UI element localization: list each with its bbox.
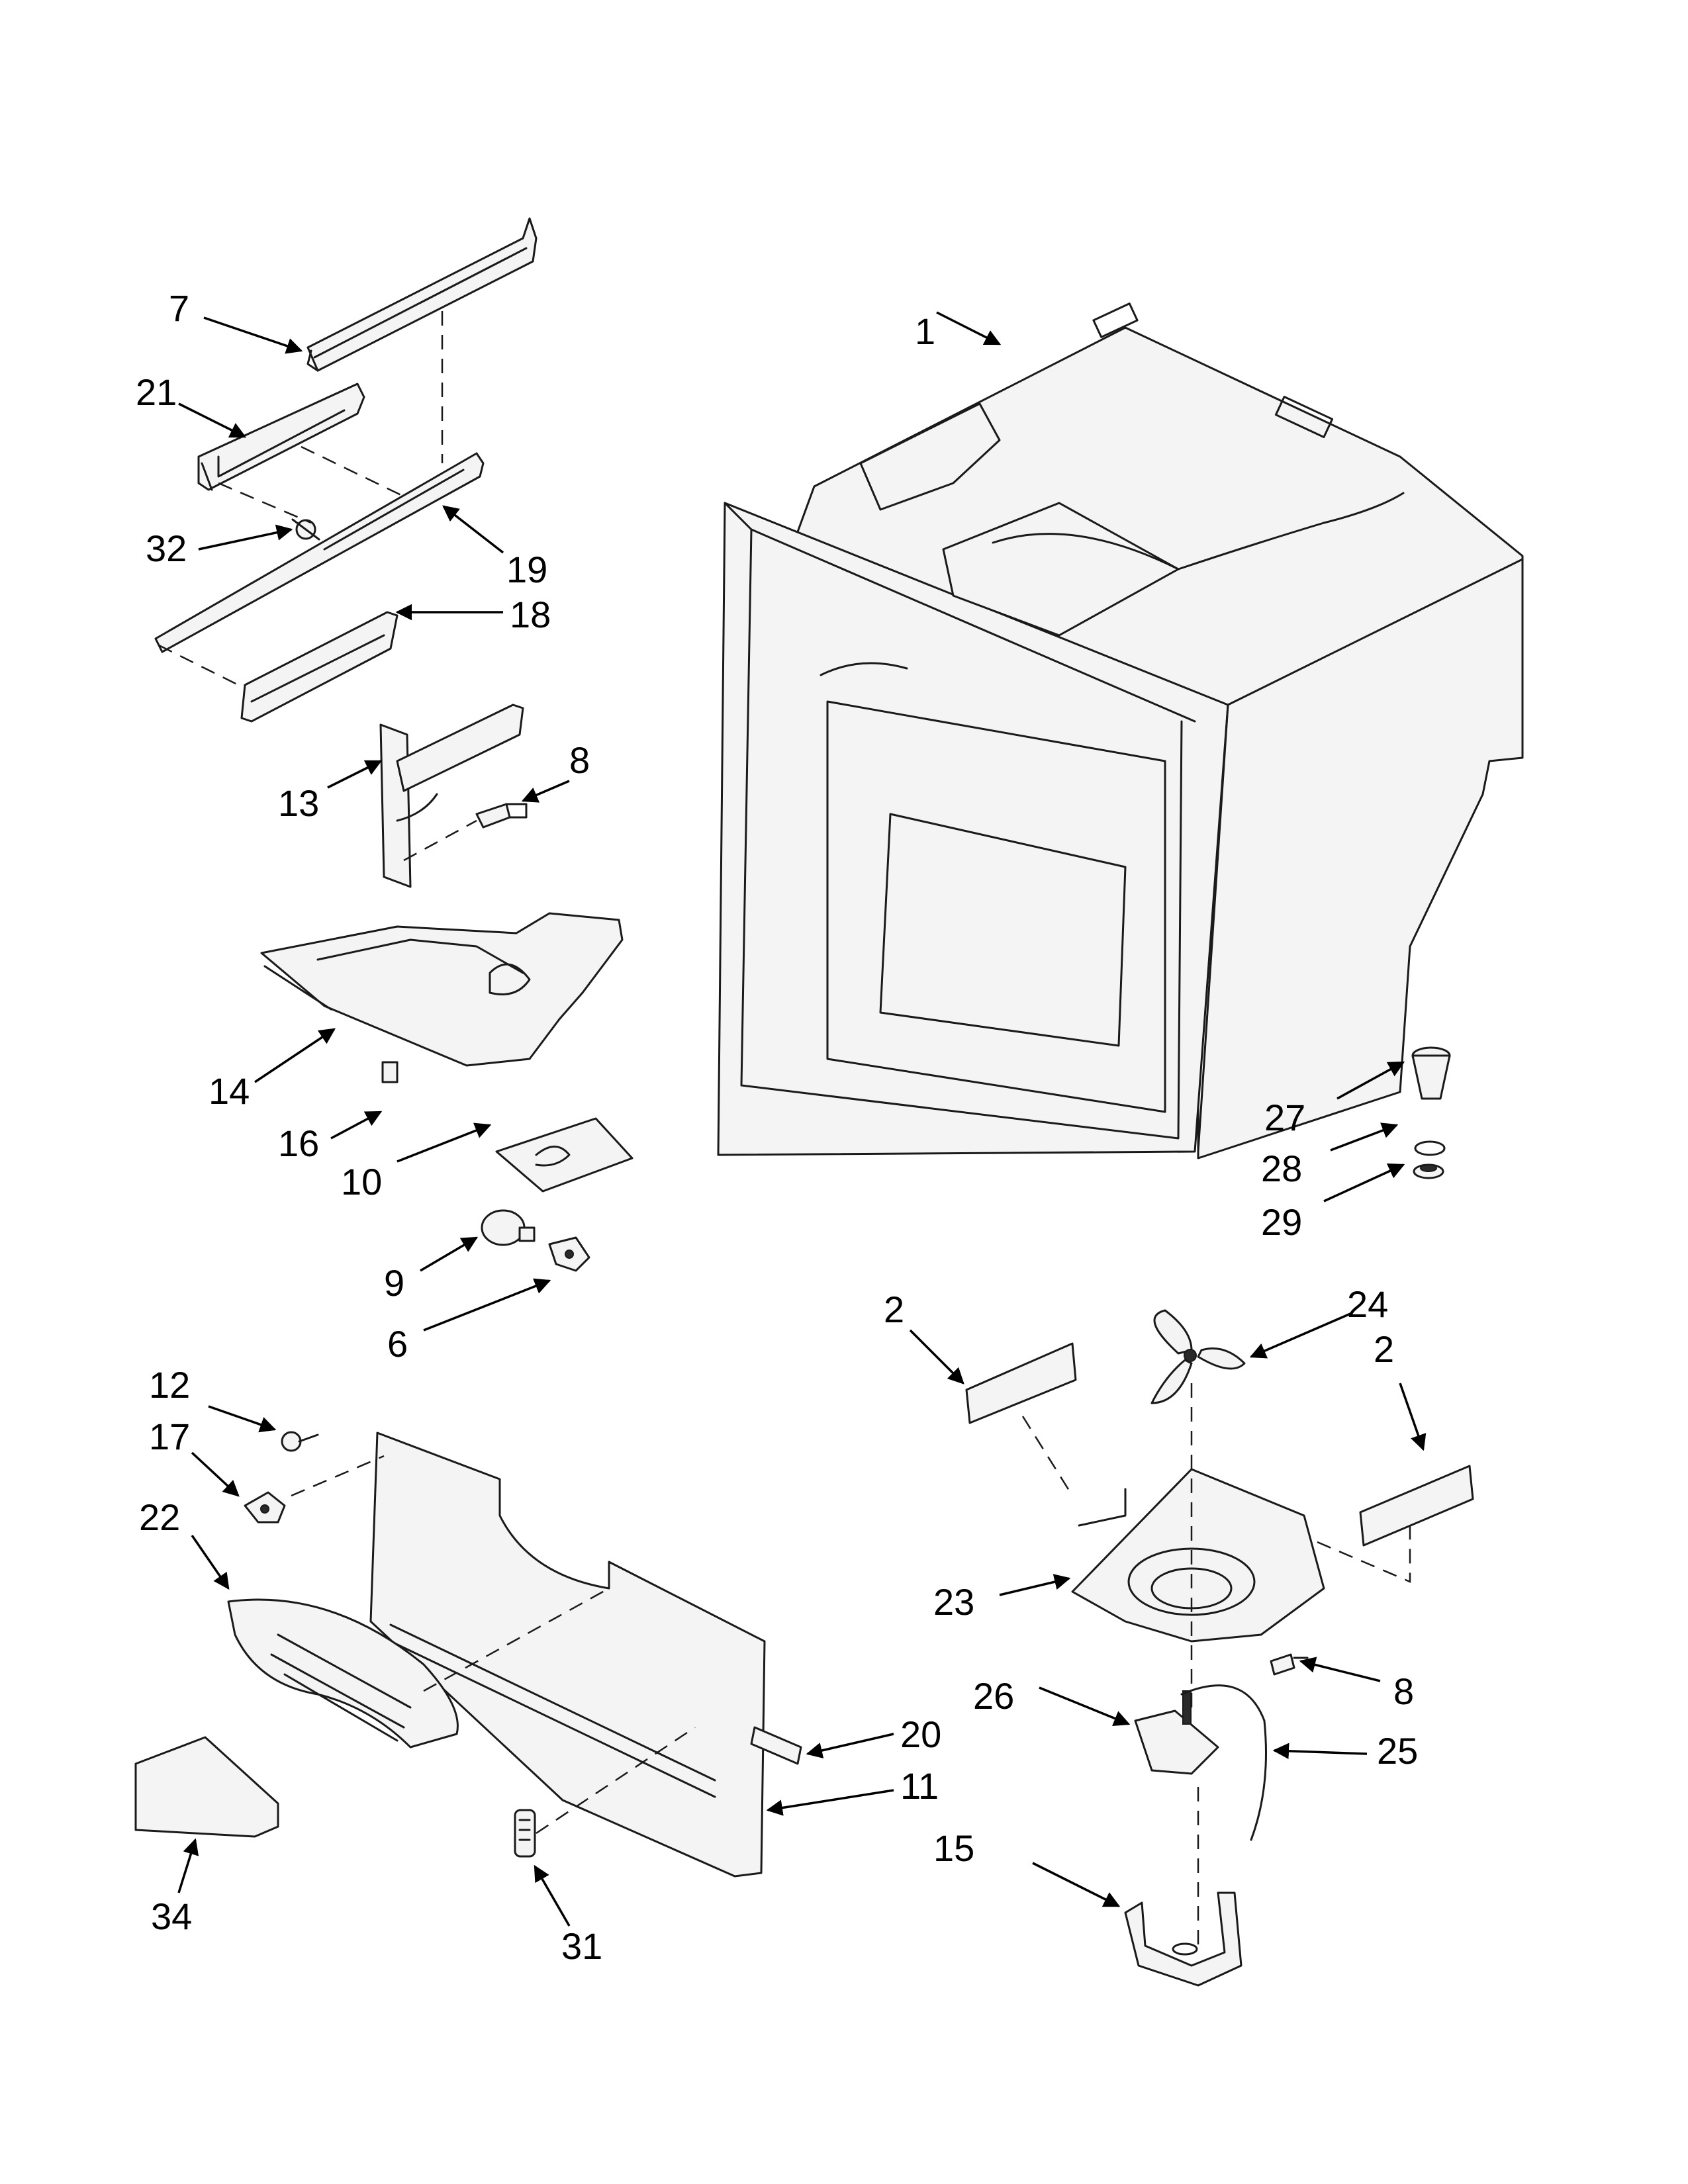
callout-label: 6 — [387, 1323, 408, 1365]
callout-12: 12 — [149, 1364, 277, 1433]
callout-label: 9 — [384, 1262, 404, 1304]
callout-label: 13 — [278, 782, 319, 824]
callout-label: 11 — [900, 1765, 939, 1807]
callout-9: 9 — [384, 1236, 479, 1304]
part-9-bulb — [481, 1209, 536, 1246]
part-24-fan-blade — [1150, 1309, 1246, 1404]
callout-label: 2 — [1374, 1328, 1394, 1370]
callout-label: 20 — [900, 1713, 941, 1755]
callout-13: 13 — [278, 760, 383, 824]
callout-15: 15 — [933, 1827, 1121, 1907]
callout-20: 20 — [806, 1713, 941, 1758]
part-17-thermostat — [244, 1491, 286, 1524]
part-7-rail — [306, 217, 538, 372]
part-34-cover — [134, 1736, 279, 1838]
callout-19: 19 — [442, 505, 547, 590]
callout-22: 22 — [139, 1496, 230, 1590]
callout-label: 7 — [169, 287, 189, 329]
part-12-screw — [281, 1431, 319, 1452]
callout-24: 24 — [1249, 1283, 1388, 1359]
callout-label: 8 — [569, 739, 590, 781]
part-28-washer — [1414, 1140, 1446, 1156]
callout-label: 32 — [146, 527, 187, 569]
part-21-bracket — [197, 383, 365, 491]
part-22-grille — [227, 1598, 459, 1749]
callout-27: 27 — [1264, 1061, 1405, 1138]
callout-18: 18 — [395, 594, 551, 635]
part-26-fan-motor — [1134, 1684, 1267, 1841]
part-11-panel — [369, 1432, 766, 1878]
callout-25: 25 — [1272, 1730, 1418, 1772]
callout-10: 10 — [341, 1122, 492, 1203]
part-14-cover — [260, 912, 624, 1067]
callout-label: 31 — [561, 1925, 602, 1967]
callout-14: 14 — [209, 1028, 336, 1112]
callout-7: 7 — [169, 287, 303, 354]
callout-1: 1 — [915, 310, 1002, 352]
callout-label: 28 — [1261, 1148, 1302, 1189]
part-2-foam-left — [965, 1342, 1077, 1424]
callout-label: 24 — [1347, 1283, 1388, 1325]
callout-label: 16 — [278, 1122, 319, 1164]
callout-label: 23 — [933, 1581, 974, 1623]
callout-label: 10 — [341, 1161, 382, 1203]
callout-16: 16 — [278, 1111, 383, 1164]
callout-17: 17 — [149, 1416, 240, 1497]
callout-label: 14 — [209, 1070, 250, 1112]
part-13-bracket — [379, 704, 524, 888]
callout-label: 27 — [1264, 1097, 1305, 1138]
part-18-lower-rail — [240, 611, 399, 723]
callout-label: 8 — [1393, 1670, 1414, 1712]
part-20-strip — [750, 1726, 802, 1765]
callout-label: 1 — [915, 310, 935, 352]
part-32-screw — [291, 518, 320, 541]
part-6-socket — [548, 1236, 590, 1272]
callout-2-left: 2 — [884, 1289, 964, 1385]
part-10-label — [495, 1117, 633, 1193]
part-8-screw-upper — [475, 803, 528, 829]
callout-8-upper: 8 — [521, 739, 590, 803]
callout-28: 28 — [1261, 1122, 1399, 1189]
part-15-motor-bracket — [1124, 1891, 1243, 1987]
callout-label: 18 — [510, 594, 551, 635]
part-2-foam-right — [1359, 1465, 1474, 1547]
part-23-fan-shroud — [1071, 1468, 1325, 1643]
callout-23: 23 — [933, 1574, 1071, 1623]
callout-label: 19 — [506, 549, 547, 590]
callout-6: 6 — [387, 1278, 551, 1365]
part-8-screw-lower — [1270, 1653, 1309, 1676]
callout-32: 32 — [146, 524, 293, 569]
part-31-switch — [514, 1809, 536, 1858]
callout-21: 21 — [136, 371, 247, 438]
callout-label: 21 — [136, 371, 177, 413]
callout-label: 15 — [933, 1827, 974, 1869]
callout-label: 12 — [149, 1364, 190, 1406]
callout-34: 34 — [151, 1838, 199, 1937]
callout-11: 11 — [766, 1765, 939, 1816]
part-29-bushing — [1413, 1163, 1444, 1179]
callout-label: 17 — [149, 1416, 190, 1457]
callout-8-lower: 8 — [1299, 1657, 1414, 1712]
part-27-cup — [1411, 1046, 1451, 1100]
part-19-slide-rail — [154, 452, 485, 653]
part-1-liner — [717, 302, 1524, 1160]
callout-label: 22 — [139, 1496, 180, 1538]
callout-label: 29 — [1261, 1201, 1302, 1243]
alignment-lines — [158, 311, 1411, 1946]
callout-26: 26 — [973, 1675, 1131, 1727]
callout-label: 26 — [973, 1675, 1014, 1717]
callout-31: 31 — [534, 1864, 602, 1967]
callout-label: 34 — [151, 1895, 192, 1937]
part-16-clip — [381, 1061, 399, 1083]
callout-2-right: 2 — [1374, 1328, 1427, 1451]
callout-label: 2 — [884, 1289, 904, 1330]
callout-label: 25 — [1377, 1730, 1418, 1772]
callout-29: 29 — [1261, 1163, 1405, 1243]
